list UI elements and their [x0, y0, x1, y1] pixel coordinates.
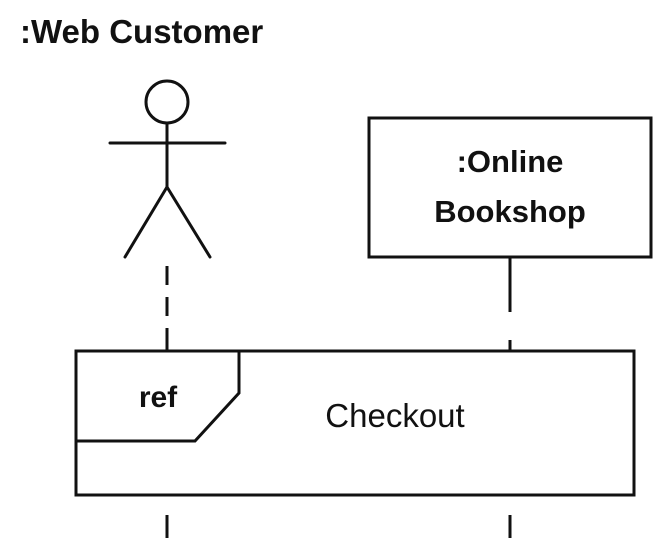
object-label-line2: Bookshop — [434, 194, 586, 229]
interaction-use-frame — [74, 349, 636, 497]
lifeline-head-online-bookshop — [367, 116, 653, 259]
actor-head — [144, 79, 190, 125]
object-label-line1: :Online — [457, 144, 564, 179]
fragment-operator-label: ref — [139, 381, 178, 414]
interaction-name-label: Checkout — [325, 397, 464, 434]
actor-left-leg — [123, 185, 169, 259]
actor-right-leg — [165, 185, 212, 259]
stick-figure-icon — [108, 79, 227, 259]
frame-label-pentagon — [76, 349, 241, 443]
actor-label: :Web Customer — [20, 13, 263, 50]
